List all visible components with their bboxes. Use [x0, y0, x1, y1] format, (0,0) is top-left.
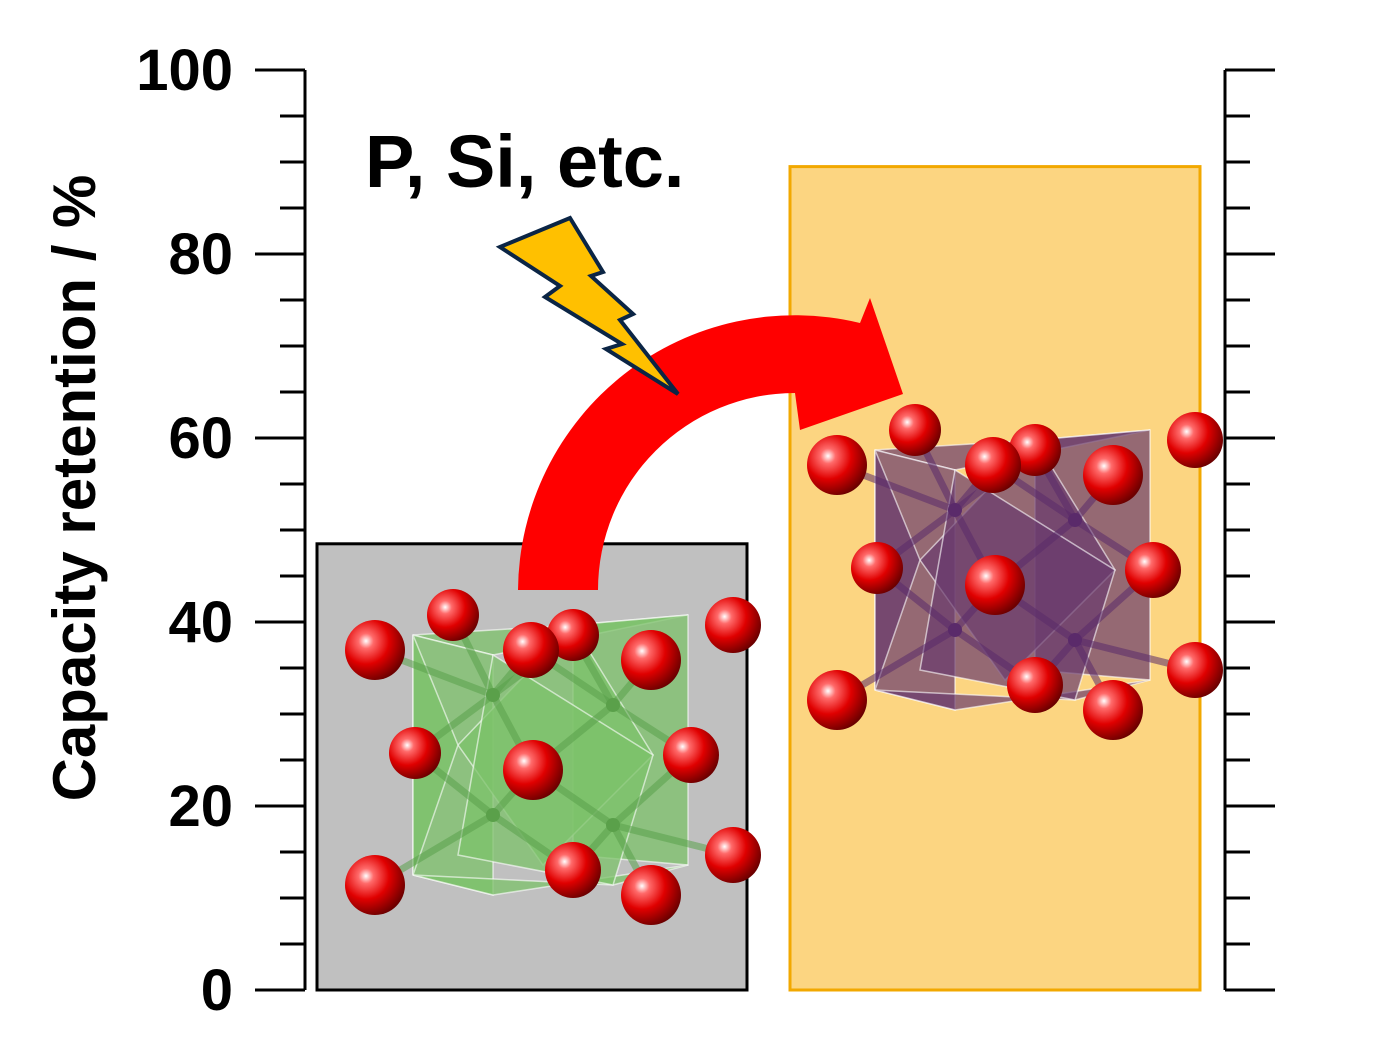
metal-atom [1068, 513, 1082, 527]
oxygen-atom [503, 740, 563, 800]
polyhedron-face [412, 864, 689, 896]
y-tick-label: 60 [168, 406, 233, 471]
oxygen-atom [705, 597, 761, 653]
metal-atom [486, 808, 500, 822]
oxygen-atom [889, 404, 941, 456]
oxygen-atom [545, 842, 601, 898]
oxygen-atom [1007, 657, 1063, 713]
y-tick-label: 100 [136, 38, 233, 103]
dopant-annotation: P, Si, etc. [365, 120, 685, 203]
oxygen-atom [663, 727, 719, 783]
crystal-structure-before [345, 589, 761, 925]
oxygen-atom [547, 609, 599, 661]
oxygen-atom [1083, 445, 1143, 505]
metal-atom [948, 623, 962, 637]
metal-atom [486, 688, 500, 702]
crystal-structures [345, 404, 1223, 925]
oxygen-atom [807, 670, 867, 730]
oxygen-atom [621, 865, 681, 925]
oxygen-atom [427, 589, 479, 641]
metal-atom [948, 503, 962, 517]
oxygen-atom [965, 437, 1021, 493]
oxygen-atom [965, 555, 1025, 615]
polyhedron-face [874, 679, 1151, 711]
metal-atom [1068, 633, 1082, 647]
metal-atom [606, 698, 620, 712]
oxygen-atom [807, 435, 867, 495]
oxygen-atom [1167, 412, 1223, 468]
oxygen-atom [1125, 542, 1181, 598]
y-tick-label: 80 [168, 222, 233, 287]
annotation-graphics [495, 215, 903, 590]
axes: 0 20 40 60 80 100 [136, 38, 1275, 1023]
y-axis-label: Capacity retention / % [41, 175, 108, 802]
oxygen-atom [389, 727, 441, 779]
lightning-bolt-icon [495, 215, 680, 396]
crystal-structure-after [807, 404, 1223, 740]
metal-atom [606, 818, 620, 832]
oxygen-atom [851, 542, 903, 594]
y-tick-label: 40 [168, 590, 233, 655]
oxygen-atom [1009, 424, 1061, 476]
y-tick-label: 0 [201, 958, 233, 1023]
oxygen-atom [1167, 642, 1223, 698]
oxygen-atom [705, 827, 761, 883]
curved-arrow-icon [518, 298, 903, 590]
oxygen-atom [1083, 680, 1143, 740]
oxygen-atom [345, 620, 405, 680]
y-tick-label: 20 [168, 774, 233, 839]
oxygen-atom [345, 855, 405, 915]
oxygen-atom [503, 622, 559, 678]
oxygen-atom [621, 630, 681, 690]
